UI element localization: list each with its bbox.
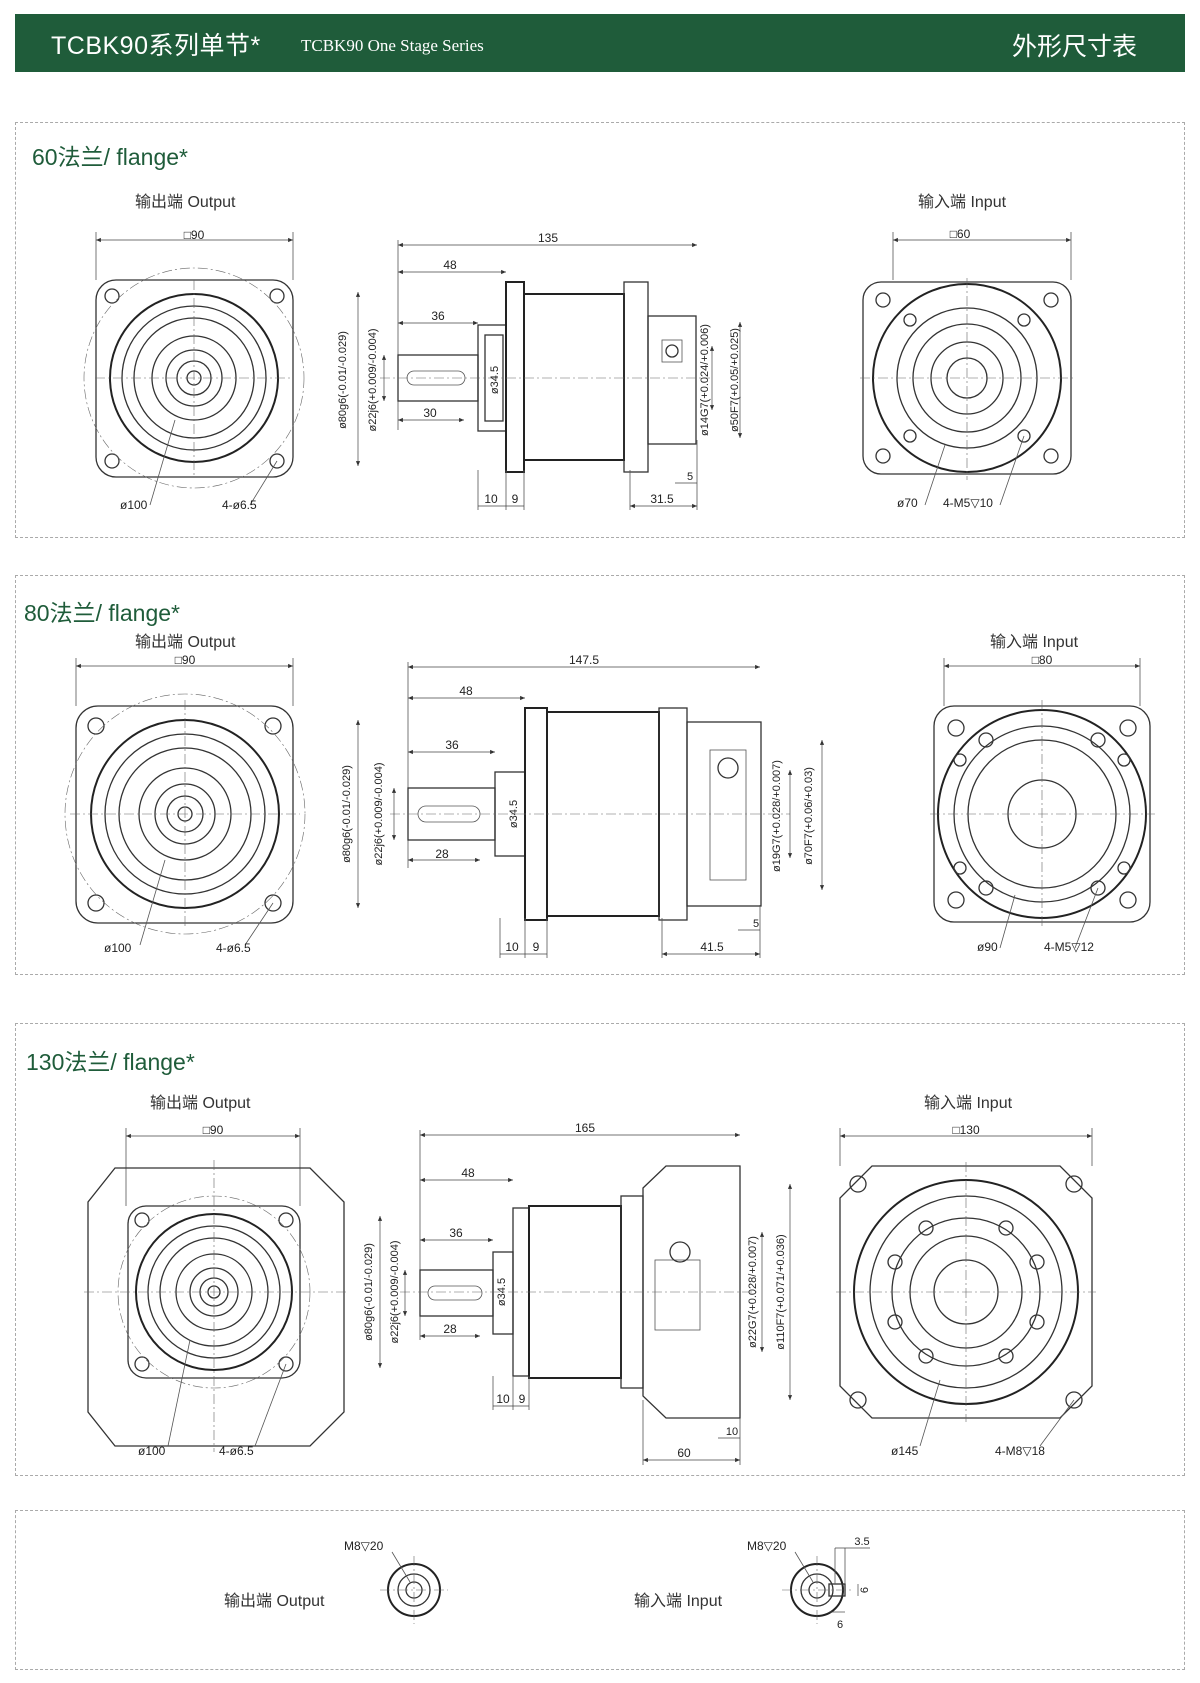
s60-len-tail: 31.5 [650,492,674,506]
s130-side-view: 165 48 36 28 10 9 60 10 ø80g6(-0.01/-0.0… [363,1121,793,1465]
s60-dia-pilot: ø50F7(+0.05/+0.025) [729,328,741,432]
s80-dia-flange: ø80g6(-0.01/-0.029) [341,765,353,863]
s130-len-10: 10 [496,1392,510,1406]
s80-len-36: 36 [445,738,459,752]
s80-side-view: 147.5 48 36 28 10 9 41.5 5 ø80g6(-0.01/-… [341,653,825,958]
s60-out-holes: 4-ø6.5 [222,498,257,512]
s60-out-square: □90 [184,228,205,242]
s60-input-view: □60 ø70 4-M5▽10 [860,227,1074,510]
bottom-output-label: 输出端 Output [224,1593,325,1610]
s130-in-pcd: ø145 [891,1444,919,1458]
bottom-in-tap: M8▽20 [747,1539,787,1553]
s130-len-total: 165 [575,1121,595,1135]
s130-dia-pilot: ø110F7(+0.071/+0.036) [775,1234,787,1349]
section-title-130: 130法兰/ flange* [26,1049,195,1075]
s80-dia-pilot: ø70F7(+0.06/+0.03) [803,767,815,865]
s60-len-48: 48 [443,258,457,272]
s80-in-square: □80 [1032,653,1053,667]
bottom-dim-3-5: 3.5 [854,1536,869,1548]
s80-len-key: 28 [435,847,449,861]
s80-out-pcd: ø100 [104,941,132,955]
s60-in-holes: 4-M5▽10 [943,496,993,510]
output-label-60: 输出端 Output [135,194,236,211]
s80-in-holes: 4-M5▽12 [1044,940,1094,954]
panel-flange-60 [15,122,1185,538]
s80-dia-bore: ø19G7(+0.028/+0.007) [771,760,783,872]
s60-len-key: 30 [423,406,437,420]
s60-dia-boss: ø34.5 [489,366,501,394]
s60-in-square: □60 [950,227,971,241]
s130-len-9: 9 [519,1392,526,1406]
s80-output-view: □90 ø100 4-ø6.5 [64,653,306,955]
panel-bottom-shafts [15,1510,1185,1670]
section-title-60: 60法兰/ flange* [32,144,188,170]
s130-len-36: 36 [449,1226,463,1240]
s60-len-9: 9 [512,492,519,506]
s60-len-36: 36 [431,309,445,323]
s80-input-view: □80 ø90 4-M5▽12 [930,653,1155,954]
header-right-title: 外形尺寸表 [1011,33,1137,61]
s80-len-9: 9 [533,940,540,954]
output-label-130: 输出端 Output [150,1095,251,1112]
input-label-80: 输入端 Input [990,634,1079,651]
s80-in-pcd: ø90 [977,940,998,954]
s80-out-square: □90 [175,653,196,667]
header-bar: TCBK90系列单节* TCBK90 One Stage Series 外形尺寸… [15,14,1185,72]
header-title-cn: TCBK90系列单节* [51,32,261,60]
s80-len-10: 10 [505,940,519,954]
s60-len-total: 135 [538,231,558,245]
s60-in-pcd: ø70 [897,496,918,510]
input-label-60: 输入端 Input [918,194,1007,211]
bottom-input-shaft-end: M8▽20 3.5 6 6 [747,1536,871,1631]
s130-dia-shaft: ø22j6(+0.009/-0.004) [389,1240,401,1343]
section-title-80: 80法兰/ flange* [24,600,180,626]
s130-out-pcd: ø100 [138,1444,166,1458]
s130-out-square: □90 [203,1123,224,1137]
s130-output-view: □90 ø100 4-ø6.5 [84,1123,348,1458]
s80-len-5: 5 [753,918,759,930]
s130-dia-boss: ø34.5 [496,1278,508,1306]
s60-len-10: 10 [484,492,498,506]
output-label-80: 输出端 Output [135,634,236,651]
bottom-input-label: 输入端 Input [634,1593,723,1610]
s130-len-key: 28 [443,1322,457,1336]
s80-out-holes: 4-ø6.5 [216,941,251,955]
bottom-dim-6a: 6 [859,1587,871,1593]
s80-dia-shaft: ø22j6(+0.009/-0.004) [373,762,385,865]
s60-dia-shaft: ø22j6(+0.009/-0.004) [367,328,379,431]
s80-dia-boss: ø34.5 [508,800,520,828]
bottom-dim-6b: 6 [837,1619,843,1631]
s60-dia-bore: ø14G7(+0.024/+0.006) [699,324,711,436]
s130-in-square: □130 [952,1123,980,1137]
input-label-130: 输入端 Input [924,1095,1013,1112]
s130-in-holes: 4-M8▽18 [995,1444,1045,1458]
s60-len-5: 5 [687,471,693,483]
s80-len-48: 48 [459,684,473,698]
s130-len-48: 48 [461,1166,475,1180]
panel-flange-130 [15,1023,1185,1476]
panel-flange-80 [15,575,1185,975]
s130-dia-bore: ø22G7(+0.028/+0.007) [747,1236,759,1348]
s130-dia-flange: ø80g6(-0.01/-0.029) [363,1243,375,1341]
s60-out-pcd: ø100 [120,498,148,512]
header-title-en: TCBK90 One Stage Series [301,36,484,55]
s130-len-5: 10 [726,1426,738,1438]
s80-len-tail: 41.5 [700,940,724,954]
s60-dia-flange: ø80g6(-0.01/-0.029) [337,331,349,429]
bottom-out-tap: M8▽20 [344,1539,384,1553]
s60-side-view: 135 48 36 30 10 9 31.5 5 ø80g6(-0.01/-0.… [337,231,743,510]
s130-len-tail: 60 [677,1446,691,1460]
s60-output-view: □90 ø100 4-ø6.5 [83,228,305,512]
s80-len-total: 147.5 [569,653,599,667]
s130-input-view: □130 ø145 4-M8▽18 [836,1123,1096,1458]
bottom-output-shaft-end: M8▽20 [344,1539,448,1624]
s130-out-holes: 4-ø6.5 [219,1444,254,1458]
